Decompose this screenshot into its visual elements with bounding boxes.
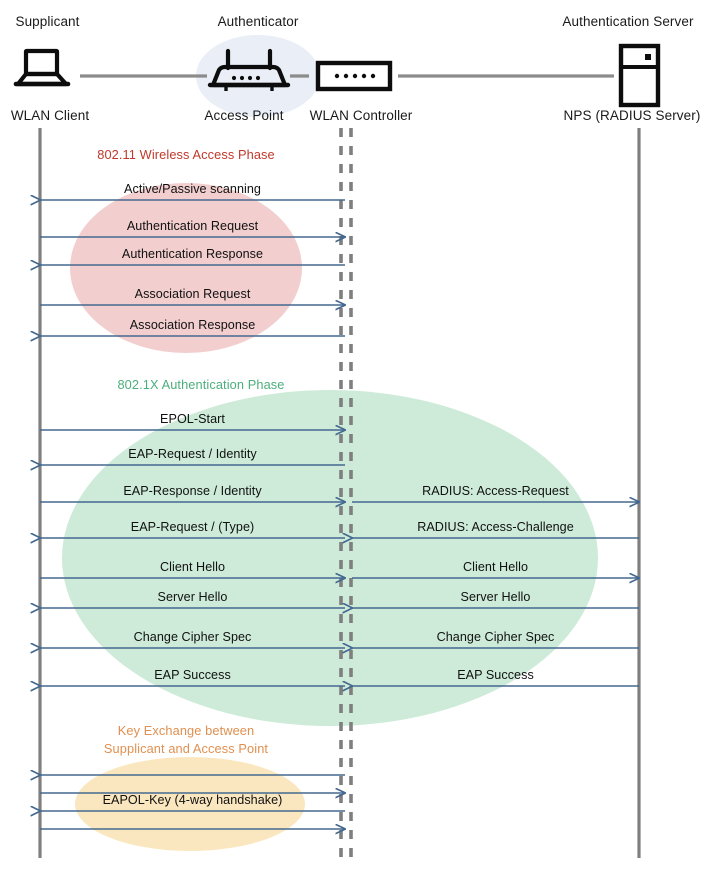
- actor-role-authenticator: Authenticator: [217, 14, 299, 29]
- phase-ellipse-dot1x-authentication: [62, 390, 598, 726]
- server-rack-icon: [618, 43, 661, 108]
- message-label-left-7: EAP-Response / Identity: [123, 484, 262, 498]
- message-label-left-15: EAPOL-Key (4-way handshake): [102, 793, 283, 807]
- message-label-right-2: Client Hello: [463, 560, 528, 574]
- message-label-right-5: EAP Success: [457, 668, 534, 682]
- actor-device-wlan-client: WLAN Client: [10, 108, 90, 123]
- message-label-left-8: EAP-Request / (Type): [130, 520, 255, 534]
- phase-label-line1: Key Exchange between: [117, 723, 255, 738]
- message-label-right-1: RADIUS: Access-Challenge: [417, 520, 574, 534]
- message-label-right-0: RADIUS: Access-Request: [422, 484, 569, 498]
- phase-background-group: [62, 183, 598, 851]
- wireless-router-icon: [207, 48, 291, 91]
- message-label-left-10: Server Hello: [157, 590, 228, 604]
- message-label-left-2: Authentication Response: [121, 247, 264, 261]
- message-label-left-9: Client Hello: [160, 560, 225, 574]
- network-switch-icon: [315, 60, 393, 92]
- actor-device-nps-radius: NPS (RADIUS Server): [563, 108, 701, 123]
- actor-device-access-point: Access Point: [204, 108, 284, 123]
- phase-label-wireless-access: 802.11 Wireless Access Phase: [97, 147, 275, 162]
- message-label-right-3: Server Hello: [460, 590, 531, 604]
- message-label-left-3: Association Request: [134, 287, 251, 301]
- message-label-right-4: Change Cipher Spec: [436, 630, 555, 644]
- phase-ellipse-wireless-access: [70, 183, 302, 353]
- actor-role-supplicant: Supplicant: [15, 14, 80, 29]
- actor-role-auth-server: Authentication Server: [562, 14, 694, 29]
- lifeline-group: [38, 128, 641, 858]
- message-label-left-6: EAP-Request / Identity: [128, 447, 257, 461]
- message-label-left-5: EPOL-Start: [160, 412, 225, 426]
- phase-ellipse-key-exchange: [75, 757, 305, 851]
- laptop-icon: [13, 48, 71, 87]
- message-arrow-group: [40, 200, 639, 829]
- phase-label-dot1x-authentication: 802.1X Authentication Phase: [117, 377, 285, 392]
- phase-label-line2: Supplicant and Access Point: [103, 741, 269, 756]
- message-label-left-12: EAP Success: [154, 668, 231, 682]
- actor-device-wlan-controller: WLAN Controller: [309, 108, 413, 123]
- message-label-left-0: Active/Passive scanning: [124, 182, 261, 196]
- message-label-left-4: Association Response: [129, 318, 256, 332]
- message-label-left-11: Change Cipher Spec: [133, 630, 252, 644]
- message-label-left-1: Authentication Request: [126, 219, 259, 233]
